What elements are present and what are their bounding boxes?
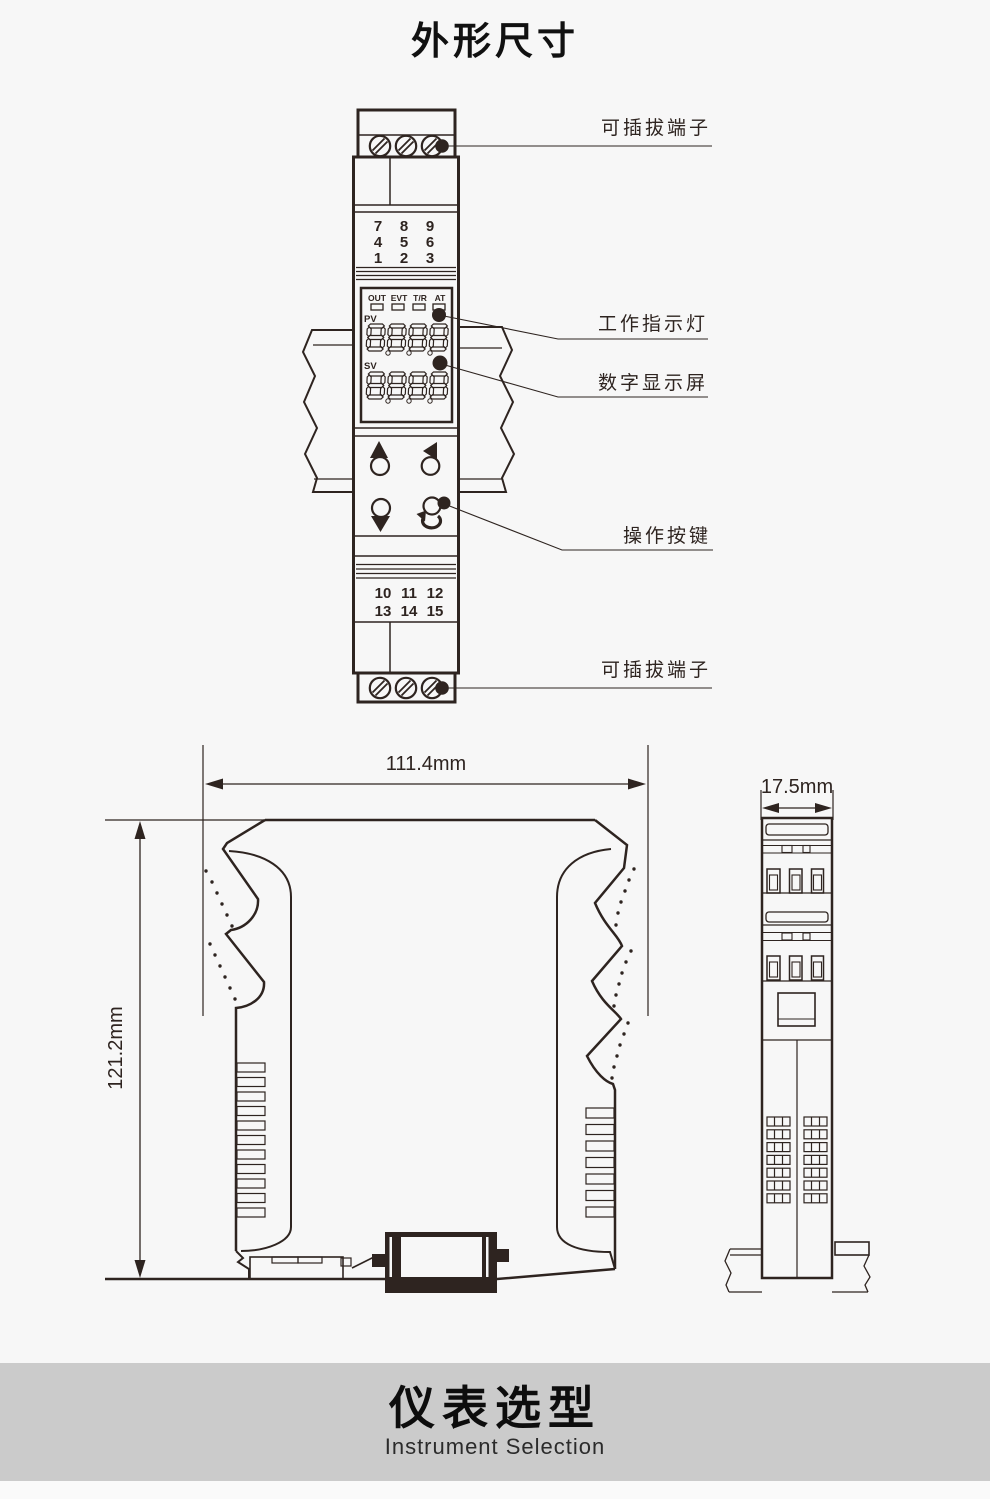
down-button — [370, 497, 392, 519]
outline-front-drawing: 111.4mm 121.2mm — [105, 745, 649, 1293]
callout-digital-display: 数字显示屏 — [598, 372, 708, 394]
arrowhead-left-icon — [205, 778, 223, 790]
screw-icon — [394, 134, 418, 158]
leader-dot — [432, 308, 446, 322]
din-rail-front — [301, 326, 516, 493]
page-title: 外形尺寸 — [410, 21, 579, 63]
screw-icon — [368, 134, 392, 158]
up-button — [369, 455, 391, 477]
terminal-number: 10 — [375, 585, 392, 602]
side-body — [760, 816, 834, 1280]
seven-segment-digit — [407, 371, 429, 400]
shift-button — [420, 456, 441, 476]
sv-digits — [365, 371, 450, 404]
leader-dot — [435, 681, 449, 695]
terminal-number: 2 — [400, 250, 408, 267]
dotted-guides — [204, 867, 636, 1080]
status-label-at: AT — [435, 293, 447, 303]
height-dimension-label: 121.2mm — [105, 1006, 127, 1089]
seven-segment-digit — [428, 371, 450, 400]
return-arrow-icon — [420, 514, 443, 530]
screw-icon — [368, 676, 392, 700]
terminal-number: 14 — [401, 603, 418, 620]
seven-segment-digit — [428, 323, 450, 352]
leader-dot — [432, 355, 448, 371]
din-clip-block — [372, 1232, 509, 1293]
terminal-number: 8 — [400, 218, 408, 235]
housing-outline — [105, 818, 629, 1281]
terminal-number: 4 — [374, 234, 383, 251]
terminal-number: 15 — [427, 603, 444, 620]
mounting-bracket — [249, 1256, 375, 1280]
terminal-numbers-bottom: 10 11 12 13 14 15 — [375, 585, 444, 620]
terminal-numbers-top: 7 8 9 4 5 6 1 2 3 — [374, 218, 434, 267]
terminal-number: 12 — [427, 585, 444, 602]
leader-dot — [435, 139, 449, 153]
front-view: 7 8 9 4 5 6 1 2 3 OUT EVT — [301, 108, 713, 704]
seven-segment-digit — [386, 371, 408, 400]
up-arrow-icon — [370, 441, 388, 458]
operation-buttons — [369, 441, 451, 532]
down-arrow-icon — [371, 516, 390, 532]
seven-segment-digit — [386, 323, 408, 352]
arrowhead-down-icon — [134, 1260, 146, 1278]
pv-label: PV — [364, 314, 377, 325]
bottom-banner: 仪表选型 Instrument Selection — [0, 1363, 990, 1481]
side-terminals-row2 — [766, 955, 825, 981]
hatch-band-bottom — [356, 563, 456, 579]
terminal-number: 7 — [374, 218, 382, 235]
top-terminal-block — [356, 108, 457, 159]
depth-dimension-label: 17.5mm — [761, 776, 833, 798]
status-label-tr: T/R — [413, 293, 427, 303]
terminal-number: 6 — [426, 234, 434, 251]
width-dimension: 111.4mm — [202, 745, 649, 1016]
depth-dimension: 17.5mm — [760, 776, 834, 820]
side-view: 17.5mm — [724, 776, 871, 1293]
hatch-band-top — [356, 266, 456, 281]
seven-segment-digit — [365, 371, 387, 400]
page-footer-strip — [0, 1481, 990, 1499]
terminal-number: 5 — [400, 234, 408, 251]
vent-slots-left — [236, 1062, 266, 1218]
digital-display: OUT EVT T/R AT PV — [359, 286, 454, 424]
terminal-number: 9 — [426, 218, 434, 235]
arrowhead-left-icon — [762, 803, 779, 813]
return-arrowhead — [416, 510, 426, 522]
status-label-evt: EVT — [391, 293, 408, 303]
pv-digits — [365, 323, 450, 356]
arrowhead-right-icon — [815, 803, 832, 813]
callout-leaders — [443, 145, 713, 689]
leader-dot — [437, 496, 451, 510]
arrowhead-right-icon — [628, 778, 646, 790]
callout-bottom-terminal: 可插拔端子 — [601, 659, 711, 681]
side-terminals-row1 — [766, 868, 825, 894]
vent-slots-right — [585, 1107, 615, 1218]
callout-operation-buttons: 操作按键 — [623, 525, 711, 547]
width-dimension-label: 111.4mm — [386, 753, 466, 775]
seven-segment-digit — [407, 323, 429, 352]
sv-label: SV — [364, 361, 377, 372]
banner-title: 仪表选型 — [389, 1381, 601, 1434]
screw-icon — [394, 676, 418, 700]
status-leds — [370, 303, 446, 311]
terminal-number: 1 — [374, 250, 382, 267]
callout-indicator-light: 工作指示灯 — [598, 313, 708, 335]
seven-segment-digit — [365, 323, 387, 352]
terminal-number: 13 — [375, 603, 392, 620]
set-button — [422, 496, 442, 516]
height-dimension: 121.2mm — [105, 819, 265, 1278]
callout-top-terminal: 可插拔端子 — [601, 117, 711, 139]
status-label-out: OUT — [368, 293, 387, 303]
banner-subtitle: Instrument Selection — [384, 1434, 606, 1460]
bottom-terminal-block — [356, 671, 457, 704]
left-arrow-icon — [423, 442, 437, 460]
terminal-number: 11 — [401, 585, 417, 602]
din-rail-side — [724, 1241, 871, 1293]
terminal-number: 3 — [426, 250, 434, 267]
arrowhead-up-icon — [134, 821, 146, 839]
